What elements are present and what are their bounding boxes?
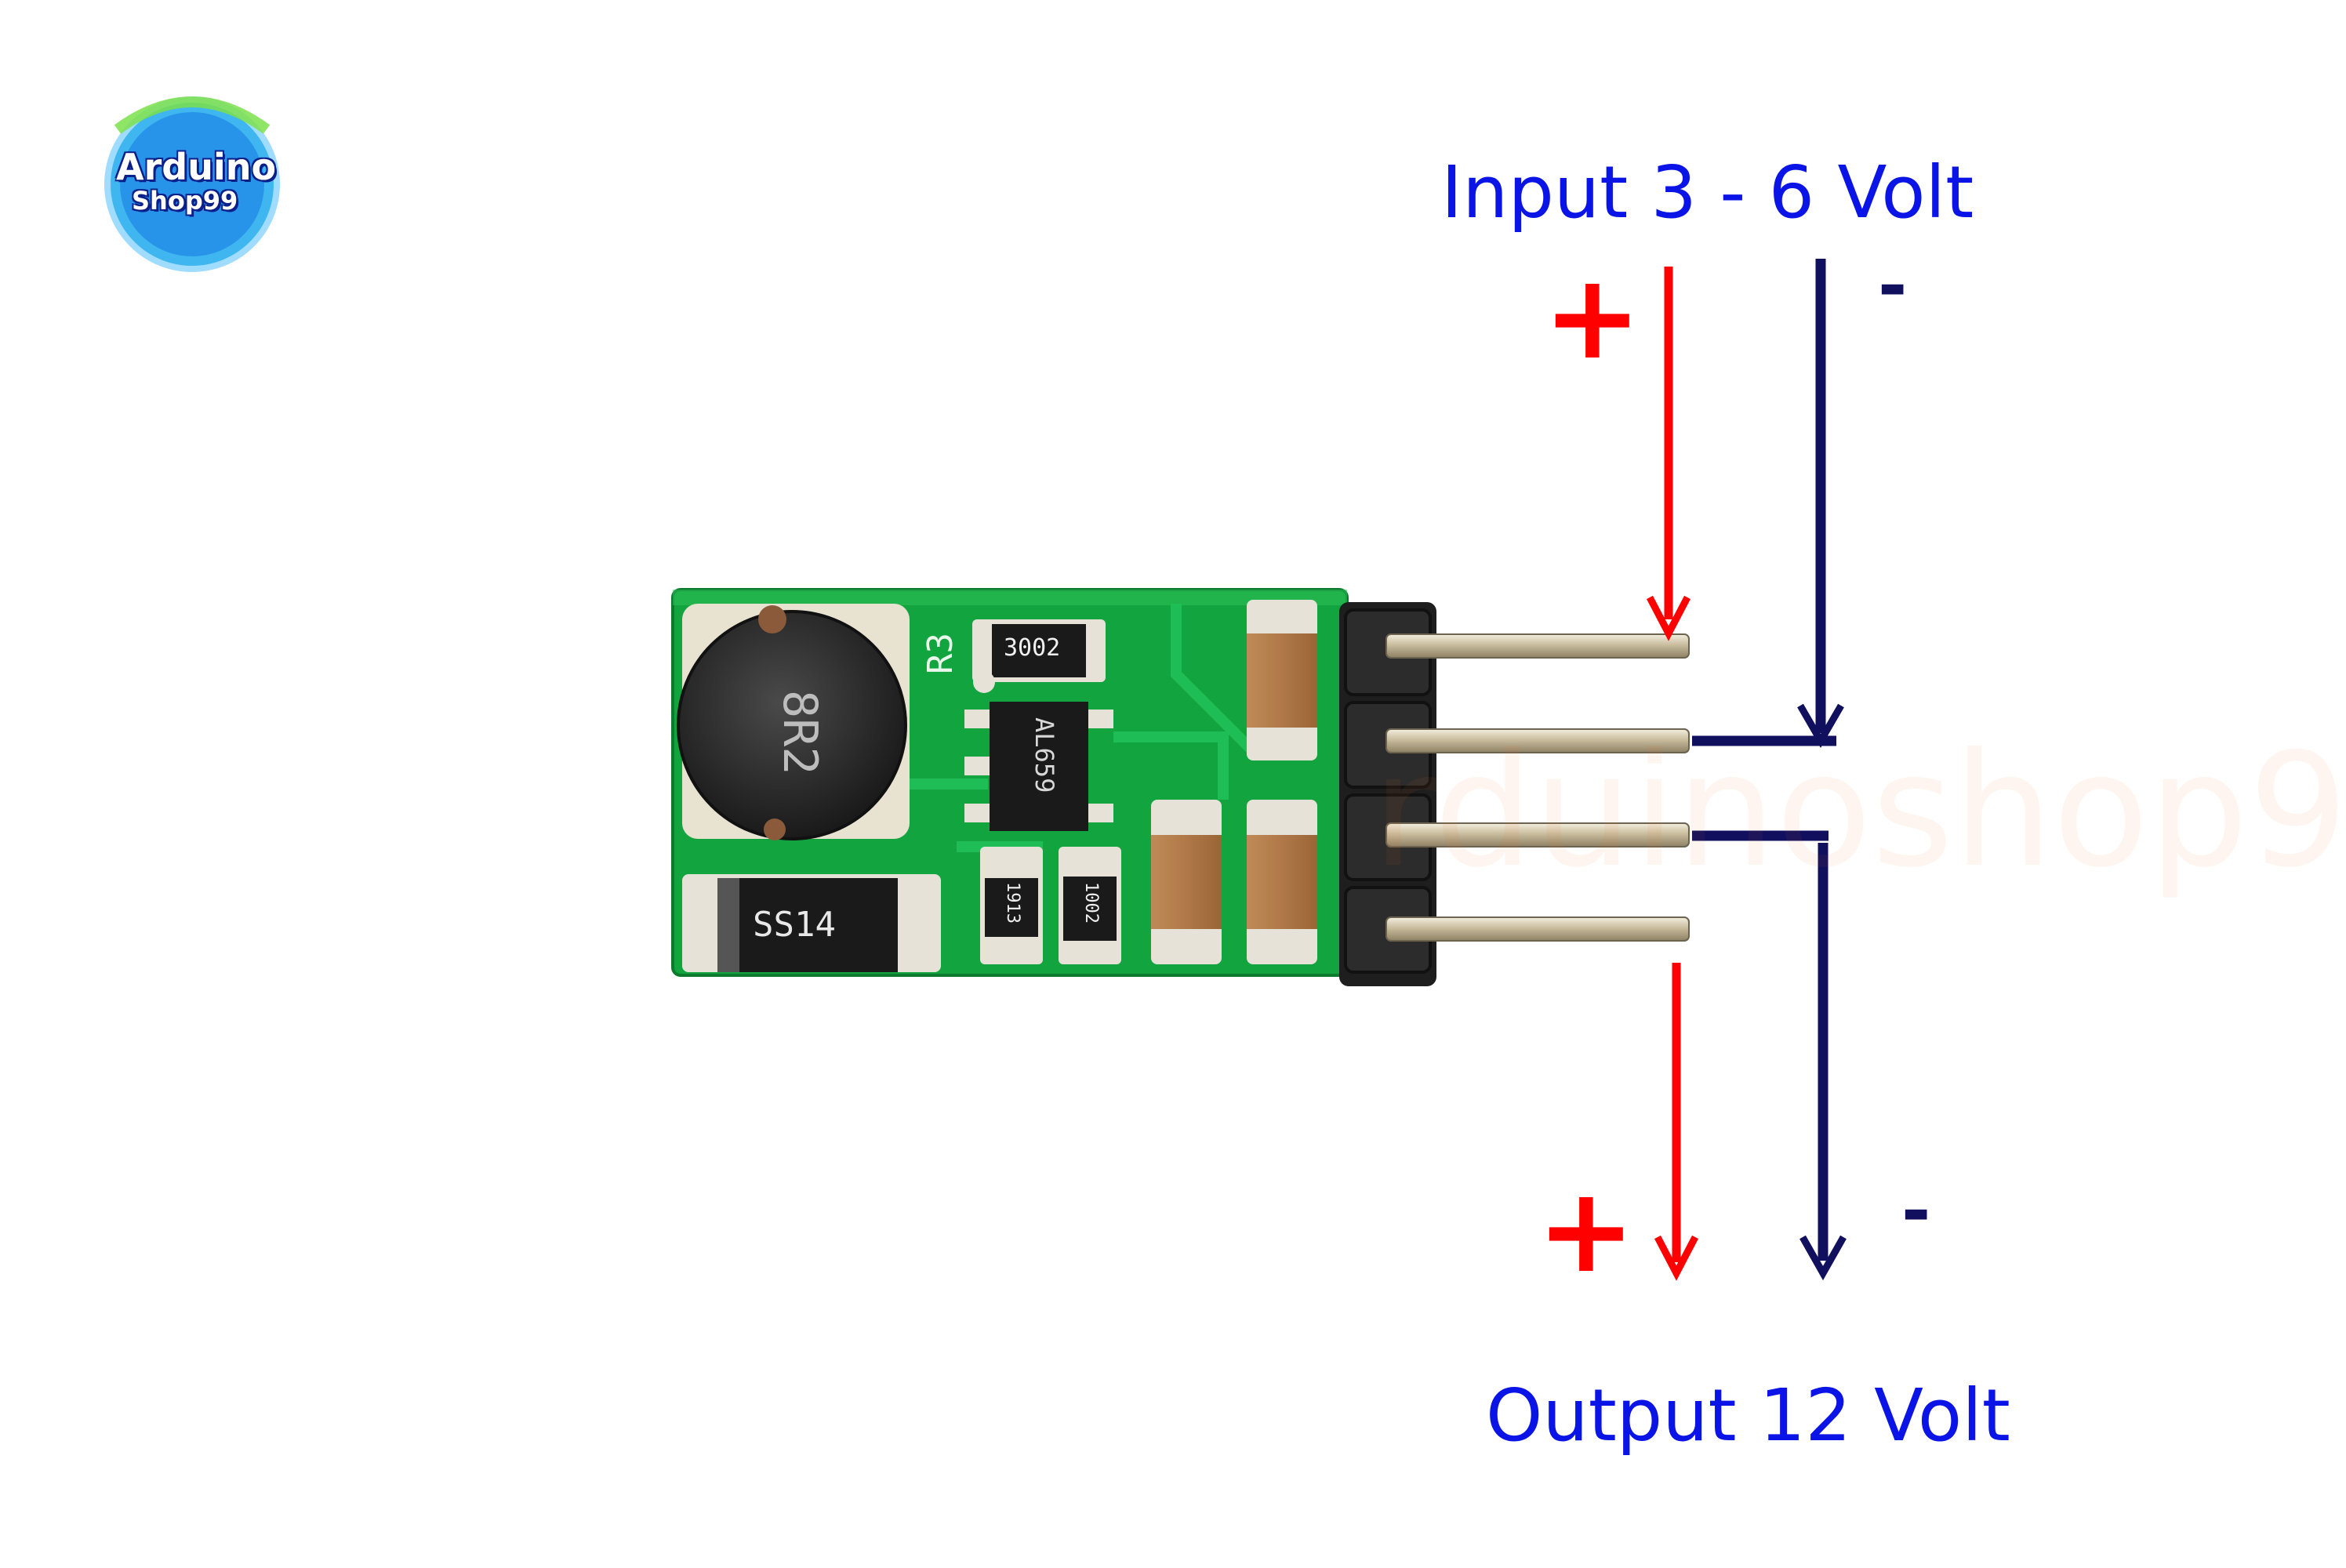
capacitor-bottom-right [1247, 800, 1317, 964]
pin-4-output-positive [1385, 916, 1690, 942]
watermark-text: rduinoshop99 [1372, 720, 2346, 902]
output-minus-sign: - [1901, 1170, 1931, 1252]
resistor-top [972, 619, 1106, 682]
resistor-top-marking: 3002 [1004, 634, 1061, 662]
output-negative-arrow [1692, 830, 1847, 1281]
pin-1-input-positive [1385, 633, 1690, 659]
output-plus-sign: + [1537, 1163, 1636, 1299]
output-title: Output 12 Volt [1486, 1374, 2010, 1457]
logo-line-2: Shop99 [132, 186, 238, 216]
input-negative-arrow [1692, 259, 1844, 748]
ic-marking: AL659 [1030, 717, 1059, 793]
silkscreen-ref: R3 [921, 633, 961, 674]
input-positive-arrow [1647, 267, 1690, 641]
resistor-left-marking: 1913 [1003, 882, 1022, 924]
diode [682, 874, 941, 972]
inductor [677, 604, 910, 840]
logo-line-1: Arduino [116, 146, 277, 188]
output-positive-arrow [1654, 963, 1698, 1281]
ic-chip [964, 671, 1113, 831]
logo-badge [104, 96, 280, 272]
capacitor-bottom-left [1151, 800, 1222, 964]
input-minus-sign: - [1878, 245, 1908, 327]
resistor-left [980, 847, 1043, 964]
capacitor-top [1247, 600, 1317, 760]
pin-2-gnd [1385, 728, 1690, 753]
pin-3-gnd [1385, 822, 1690, 848]
resistor-right [1059, 847, 1121, 964]
input-plus-sign: + [1543, 249, 1642, 386]
diode-marking: SS14 [753, 905, 836, 945]
inductor-marking: 8R2 [772, 690, 827, 775]
input-title: Input 3 - 6 Volt [1441, 151, 1974, 234]
resistor-right-marking: 1002 [1081, 882, 1101, 924]
